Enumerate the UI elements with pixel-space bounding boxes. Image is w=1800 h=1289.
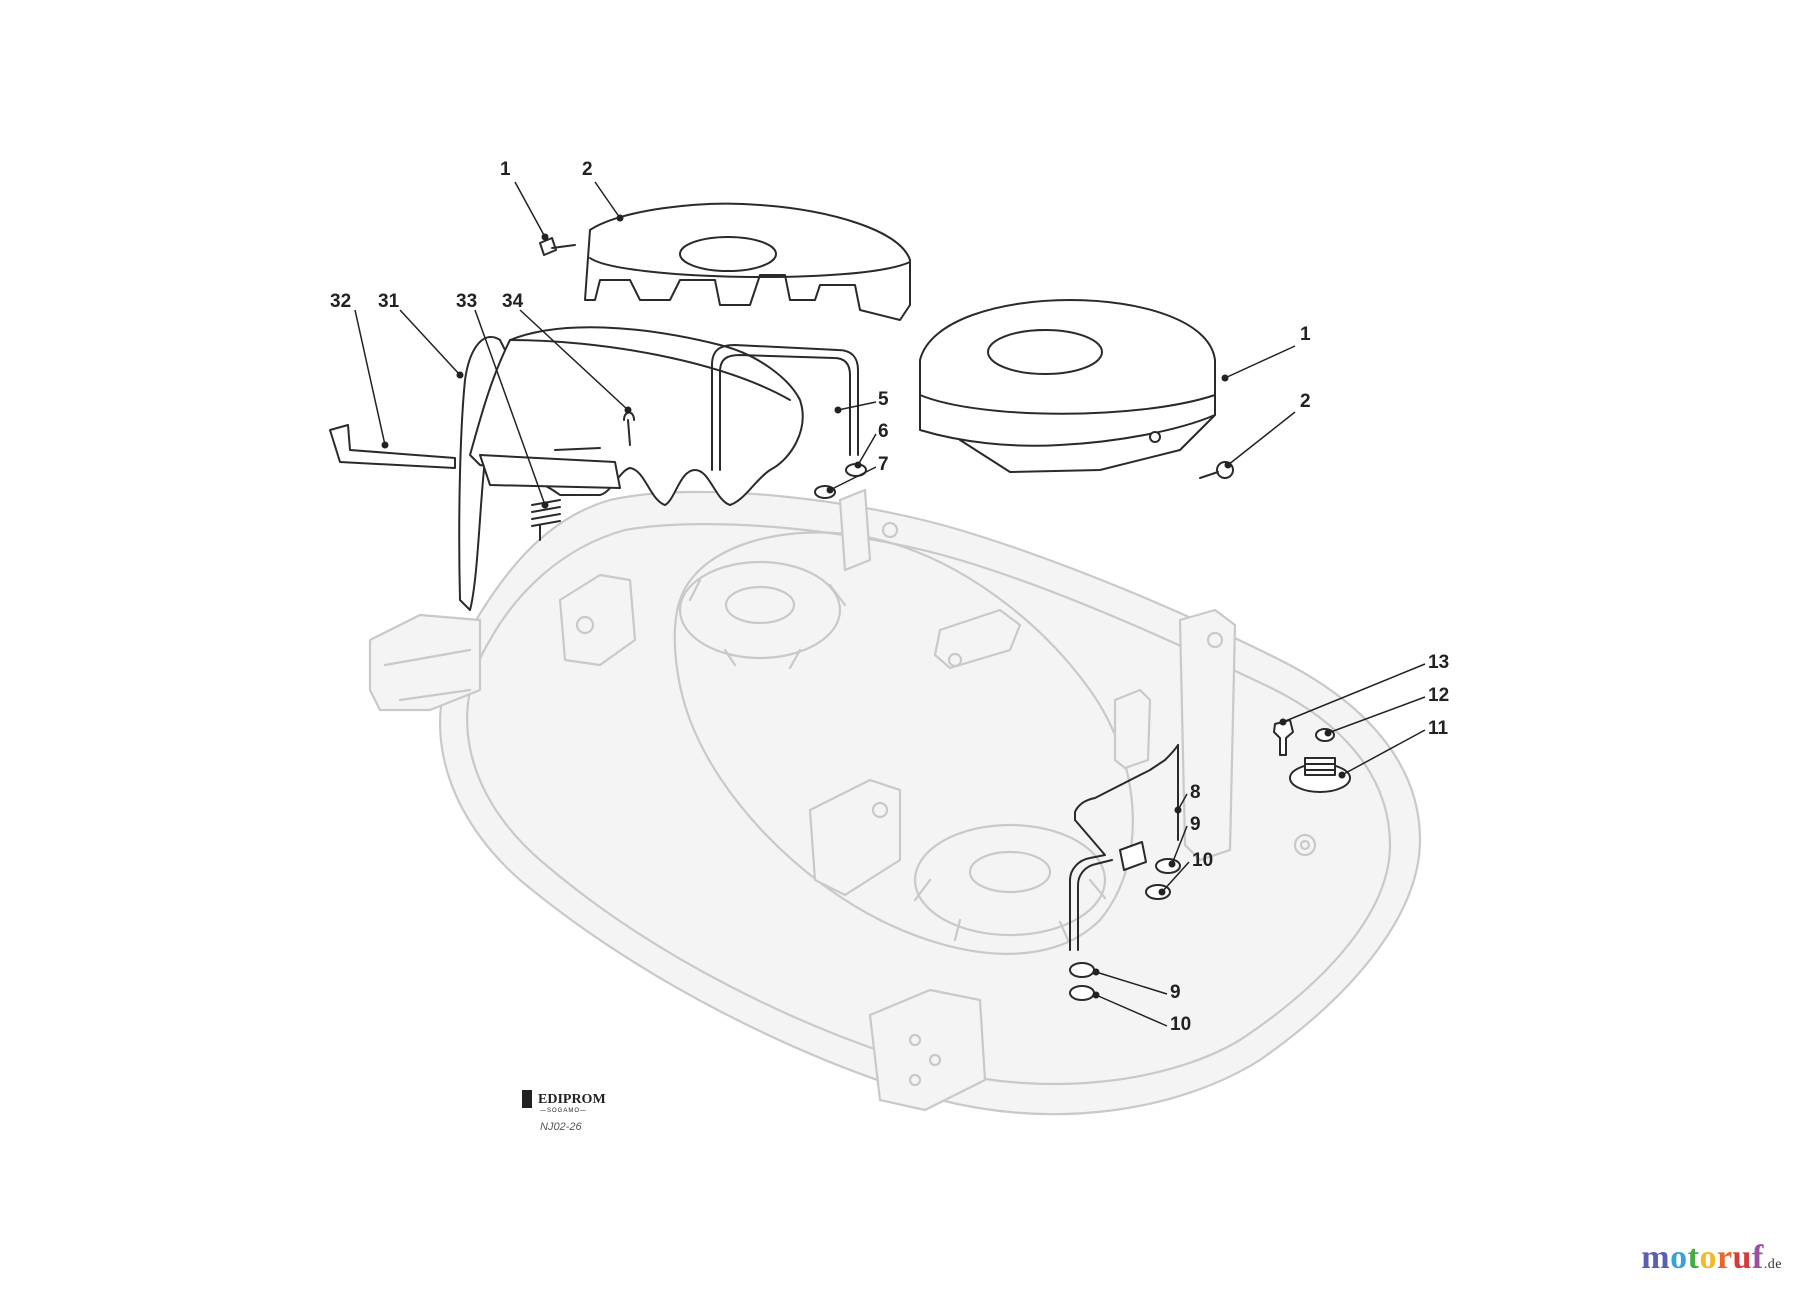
- callout-leader-33: [474, 309, 546, 506]
- callout-leader-11: [1341, 729, 1426, 776]
- nut-9-lower: [1069, 962, 1095, 978]
- callout-dot-34: [624, 406, 632, 414]
- watermark-letter: f: [1751, 1239, 1764, 1276]
- callout-dot-7: [826, 486, 834, 494]
- callout-32: 32: [330, 291, 351, 312]
- watermark-tld: .de: [1763, 1257, 1782, 1272]
- guide-rod-bottom: [1069, 744, 1179, 951]
- callout-dot-31: [456, 371, 464, 379]
- callout-10: 10: [1170, 1014, 1191, 1035]
- watermark-wordmark: motoruf: [1641, 1239, 1764, 1276]
- callout-dot-5: [834, 406, 842, 414]
- watermark-letter: u: [1732, 1239, 1752, 1276]
- callout-9: 9: [1170, 982, 1181, 1003]
- callout-10: 10: [1192, 850, 1213, 871]
- callout-leader-31: [399, 309, 461, 376]
- motoruf-watermark: motoruf.de: [1641, 1239, 1782, 1277]
- bolt-13: [1273, 719, 1294, 756]
- callout-9: 9: [1190, 814, 1201, 835]
- callout-1: 1: [500, 159, 511, 180]
- callout-7: 7: [878, 454, 889, 475]
- bolt-2-left: [539, 237, 576, 256]
- washer-10-upper: [1145, 884, 1171, 900]
- callout-dot-8: [1174, 806, 1182, 814]
- blade-cover-right: [919, 299, 1216, 473]
- logo-brand: EDIPROM: [538, 1092, 606, 1107]
- callout-2: 2: [582, 159, 593, 180]
- callout-12: 12: [1428, 685, 1449, 706]
- callout-leader-5: [837, 401, 877, 411]
- callout-2: 2: [1300, 391, 1311, 412]
- callout-dot-13: [1279, 718, 1287, 726]
- callout-11: 11: [1428, 718, 1449, 739]
- callout-1: 1: [1300, 324, 1311, 345]
- callout-leader-2: [594, 181, 621, 219]
- callout-leader-34: [519, 309, 629, 411]
- callout-dot-33: [541, 501, 549, 509]
- callout-leader-6: [857, 433, 877, 466]
- callout-13: 13: [1428, 652, 1449, 673]
- callout-dot-11: [1338, 771, 1346, 779]
- watermark-letter: o: [1699, 1239, 1717, 1276]
- watermark-letter: t: [1687, 1239, 1700, 1276]
- callout-dot-1: [541, 233, 549, 241]
- callout-8: 8: [1190, 782, 1201, 803]
- washer-12: [1315, 728, 1335, 742]
- callout-34: 34: [502, 291, 524, 312]
- callout-leader-9: [1095, 971, 1168, 995]
- callout-dot-2: [616, 214, 624, 222]
- callout-leader-32: [354, 309, 386, 446]
- guide-rod-top: [711, 344, 859, 471]
- callout-leader-7: [829, 466, 877, 491]
- callout-dot-9: [1092, 968, 1100, 976]
- callout-leader-1: [1224, 345, 1296, 379]
- callout-leader-12: [1327, 696, 1426, 734]
- callout-dot-2: [1224, 461, 1232, 469]
- washer-10-lower: [1069, 985, 1095, 1001]
- spindle-11: [1289, 757, 1351, 793]
- callout-dot-12: [1324, 729, 1332, 737]
- callout-33: 33: [456, 291, 477, 312]
- watermark-letter: o: [1670, 1239, 1688, 1276]
- chute-rod: [329, 424, 456, 469]
- ediprom-logo: EDIPROM —SOGAMO— NJ02-26: [522, 1090, 606, 1133]
- nut-9-upper: [1155, 858, 1181, 874]
- callout-leader-2: [1227, 411, 1296, 466]
- logo-sub: —SOGAMO—: [540, 1108, 587, 1114]
- callout-6: 6: [878, 421, 889, 442]
- blade-cover-left: [584, 202, 911, 321]
- callout-dot-32: [381, 441, 389, 449]
- callout-dot-10: [1092, 991, 1100, 999]
- callout-leader-9: [1171, 825, 1188, 865]
- callout-leader-1: [514, 181, 546, 238]
- mower-deck: [368, 488, 1422, 1116]
- callout-dot-6: [854, 461, 862, 469]
- callout-leader-10: [1095, 994, 1168, 1027]
- watermark-letter: m: [1641, 1239, 1671, 1276]
- watermark-letter: r: [1716, 1239, 1733, 1276]
- callout-leader-10: [1161, 861, 1190, 893]
- callout-dot-10: [1158, 888, 1166, 896]
- callout-dot-9: [1168, 860, 1176, 868]
- drawing-code: NJ02-26: [540, 1121, 582, 1133]
- callout-leader-13: [1282, 663, 1426, 723]
- callout-5: 5: [878, 389, 889, 410]
- callout-31: 31: [378, 291, 400, 312]
- callout-dot-1: [1221, 374, 1229, 382]
